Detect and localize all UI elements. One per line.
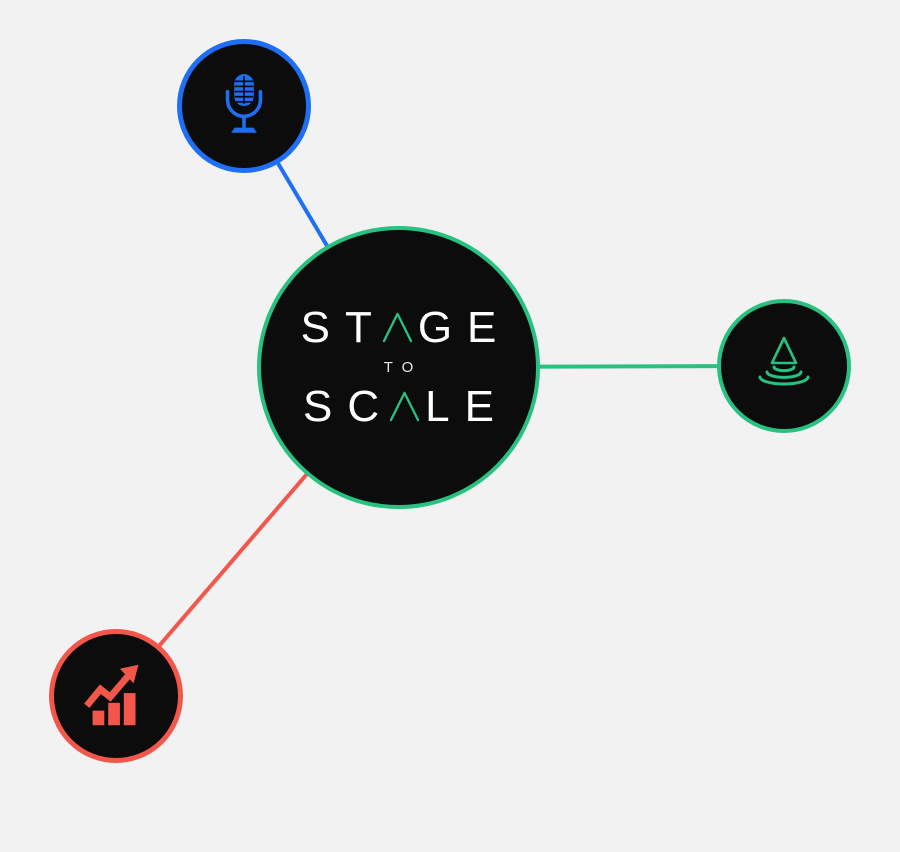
logo-stage-post: GE (417, 303, 512, 352)
logo-line-scale: SC LE (303, 385, 509, 429)
ripple-icon (758, 336, 810, 386)
letter-a-triangle-icon (389, 391, 420, 421)
letter-a-triangle-icon (382, 312, 413, 342)
growth-chart-icon (84, 664, 139, 726)
logo-stage-pre: ST (300, 303, 387, 352)
stage-to-scale-logo: ST GE TO SC LE (286, 306, 512, 429)
center-node-stage-to-scale: ST GE TO SC LE (257, 226, 540, 509)
logo-line-to: TO (383, 359, 423, 376)
growth-chart-node (49, 629, 183, 763)
microphone-icon (225, 74, 263, 133)
logo-line-stage: ST GE (301, 306, 512, 350)
logo-scale-pre: SC (303, 382, 395, 431)
ripple-node (717, 299, 851, 433)
microphone-node (177, 39, 311, 173)
logo-scale-post: LE (425, 382, 509, 431)
